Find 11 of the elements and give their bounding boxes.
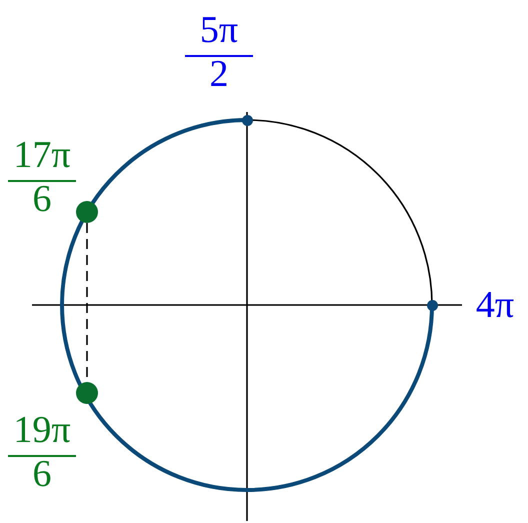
fraction-numerator: 17π [13,135,71,175]
point-marker [242,114,252,126]
angle-label: 4π [476,285,514,325]
fraction-denominator: 6 [32,179,52,219]
fraction-denominator: 6 [32,454,52,494]
fraction-numerator: 19π [13,410,71,450]
fraction-numerator: 5π [200,10,238,50]
point-marker [76,382,98,404]
point-marker [426,300,438,310]
point-marker [76,201,98,223]
fraction-denominator: 2 [210,54,228,94]
